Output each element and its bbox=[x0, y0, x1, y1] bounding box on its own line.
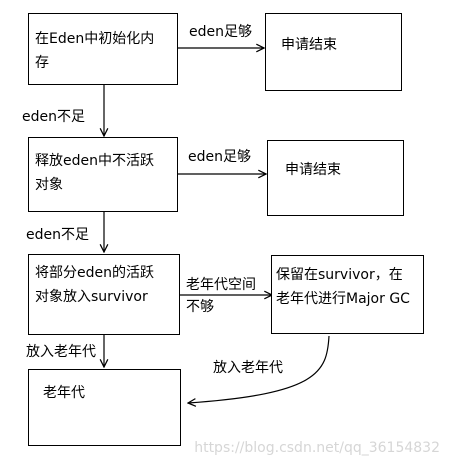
arrow-keep-to-old bbox=[188, 335, 330, 403]
edge-label-eden-lacking-2: eden不足 bbox=[26, 227, 89, 243]
edge-label-old-space-lacking-line2: 不够 bbox=[186, 299, 214, 315]
node-keep-in-survivor-line2: 老年代进行Major GC bbox=[276, 291, 410, 307]
node-old-generation-label: 老年代 bbox=[43, 385, 85, 401]
node-move-to-survivor: 将部分eden的活跃 对象放入survivor bbox=[28, 254, 180, 335]
node-release-inactive-line1: 释放eden中不活跃 bbox=[35, 153, 154, 169]
edge-label-put-into-old-1: 放入老年代 bbox=[26, 344, 96, 360]
node-move-to-survivor-line2: 对象放入survivor bbox=[35, 289, 148, 305]
edge-label-eden-enough-2: eden足够 bbox=[188, 149, 251, 165]
node-move-to-survivor-line1: 将部分eden的活跃 bbox=[35, 265, 154, 281]
edge-label-put-into-old-2: 放入老年代 bbox=[213, 360, 283, 376]
node-keep-in-survivor: 保留在survivor，在 老年代进行Major GC bbox=[271, 255, 424, 334]
node-old-generation: 老年代 bbox=[28, 369, 181, 446]
node-eden-init-line1: 在Eden中初始化内 bbox=[35, 31, 155, 47]
node-eden-init-line2: 存 bbox=[35, 55, 49, 71]
edge-label-eden-lacking-1: eden不足 bbox=[22, 109, 85, 125]
node-request-end-1: 申请结束 bbox=[265, 13, 402, 91]
node-eden-init: 在Eden中初始化内 存 bbox=[28, 13, 178, 85]
node-keep-in-survivor-line1: 保留在survivor，在 bbox=[276, 267, 403, 283]
node-request-end-2: 申请结束 bbox=[267, 140, 404, 216]
edge-label-old-space-lacking-line1: 老年代空间 bbox=[186, 277, 256, 293]
node-release-inactive-line2: 对象 bbox=[35, 177, 63, 193]
watermark: https://blog.csdn.net/qq_36154832 bbox=[194, 440, 440, 456]
node-request-end-2-label: 申请结束 bbox=[285, 162, 341, 178]
node-release-inactive: 释放eden中不活跃 对象 bbox=[28, 137, 178, 212]
node-request-end-1-label: 申请结束 bbox=[281, 37, 337, 53]
edge-label-eden-enough-1: eden足够 bbox=[189, 24, 252, 40]
